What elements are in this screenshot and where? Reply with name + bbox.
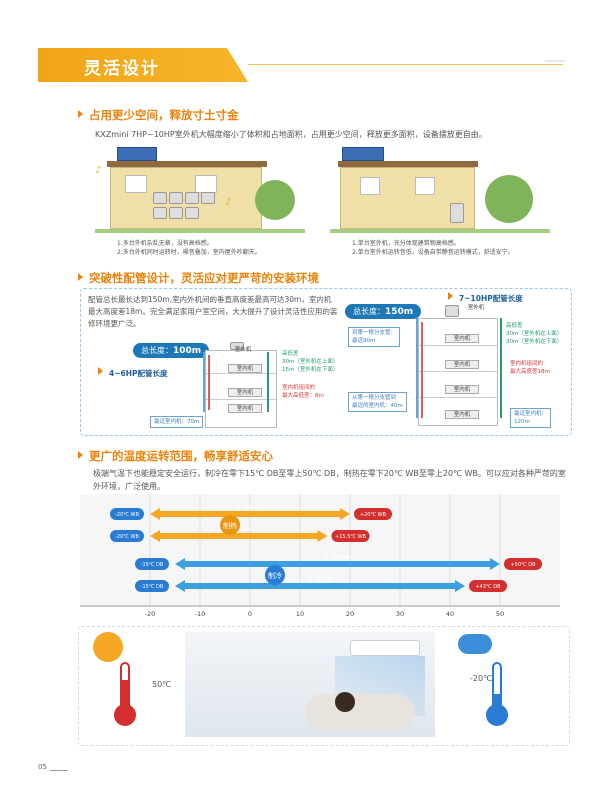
indoor-diff-left: 室内机组间的 最大高低差：8m [282, 385, 324, 399]
x-tick-label: 10 [296, 610, 304, 618]
x-tick-label: 20 [346, 610, 354, 618]
mode-label: 制热 [223, 521, 237, 530]
total-length-badge-right: 总长度：150m [345, 304, 422, 319]
section-banner: 灵活设计 [38, 48, 248, 82]
first-branch-note: 到第一根分支管： 最远90m [348, 327, 401, 347]
range-end-badge [354, 508, 392, 520]
banner-divider [248, 64, 563, 65]
mode-label: 制冷 [268, 571, 282, 580]
bar-label: 4~6 HP [309, 577, 332, 583]
solar-panel [117, 147, 157, 161]
range-start-label: -20℃ WB [115, 512, 139, 518]
range-start-badge [110, 508, 144, 520]
section3-title: 更广的温度运转范围，畅享舒适安心 [78, 448, 273, 464]
comfort-illustration [78, 626, 570, 746]
x-tick-label: 30 [396, 610, 404, 618]
left-diagram-title: 4~6HP配管长度 [98, 367, 168, 379]
x-tick-label: -20 [145, 610, 156, 618]
indoor-diff-right: 室内机组间的 最大高度差18m [510, 361, 550, 375]
range-end-badge [331, 530, 370, 542]
range-start-badge [135, 580, 169, 592]
x-tick-label: 50 [496, 610, 504, 618]
range-start-label: -20℃ WB [115, 534, 139, 540]
building-left [205, 350, 277, 428]
total-length-badge-left: 总长度：100m [133, 343, 210, 358]
range-end-label: +43℃ DB [475, 584, 501, 590]
mode-badge [220, 515, 240, 535]
page-title: 灵活设计 [84, 59, 160, 79]
indoor-unit: 室内机 [228, 364, 262, 373]
indoor-unit: 室内机 [228, 404, 262, 413]
section1-desc: KXZmini 7HP~10HP室外机大幅度缩小了体积和占地面积，占用更少空间，… [95, 130, 487, 139]
bar-label: 7~10 HP [237, 505, 264, 511]
x-tick-label: 0 [248, 610, 252, 618]
section2-title: 突破性配管设计，灵活应对更严苛的安装环境 [78, 270, 319, 286]
range-bar [150, 508, 350, 520]
left-notes: 1.多台外机杂乱无章，没有高档感。 2.多台外机同时运转时，噪音叠加，室内屋外吵… [117, 240, 261, 256]
range-bar [150, 530, 328, 542]
air-conditioner [350, 640, 420, 656]
living-room-photo [185, 632, 435, 737]
sun-icon [93, 632, 123, 662]
cloud-snow-icon [458, 634, 492, 654]
x-tick-label: -10 [195, 610, 206, 618]
mode-badge [265, 565, 285, 585]
indoor-unit: 室内机 [228, 388, 262, 397]
farthest-indoor-right: 最远室内机： 120m [510, 408, 552, 428]
section3-desc: 极端气温下也能稳定安全运行，制冷在零下15℃ DB至零上50℃ DB，制热在零下… [93, 469, 566, 491]
hot-temp-label: 50℃ [152, 680, 172, 689]
range-start-label: -15℃ DB [141, 562, 164, 568]
height-diff-right: 高低差 30m（室外机在上面） 30m（室外机在下面） [506, 323, 563, 345]
house-illustration-right [330, 147, 550, 242]
branch-to-farthest-note: 从第一根分支管到 最远的室内机：40m [348, 392, 407, 412]
right-notes: 1.单台室外机，充分体现建筑物高档感。 2.单台室外机运转音低，设备自带静音运转… [352, 240, 514, 256]
range-bar [175, 580, 465, 592]
x-tick-label: 40 [446, 610, 454, 618]
range-bar [175, 558, 500, 570]
farthest-indoor-left: 最远室内机：70m [150, 416, 204, 428]
tree [255, 180, 295, 220]
range-end-badge [469, 580, 507, 592]
range-end-label: +50℃ DB [510, 562, 536, 568]
page-number: 05 [38, 763, 47, 771]
height-diff-left: 高低差 30m（室外机在上面） 15m（室外机在下面） [282, 351, 339, 373]
house-illustration-left: ♪ ♪ [95, 147, 305, 242]
piping-panel [80, 288, 572, 436]
range-start-badge [135, 558, 169, 570]
section2-desc: 配管总长最长达到150m,室内外机间的垂直高度差最高可达30m，室内机最大高度差… [88, 295, 338, 328]
banner-dash [545, 60, 565, 62]
range-start-label: -15℃ DB [141, 584, 164, 590]
section1-title: 占用更少空间，释放寸土寸金 [78, 107, 239, 123]
bar-label: 7~10 HP [324, 555, 351, 561]
temperature-range-chart: -20 -10 0 10 20 30 40 50 7~10 HP -20℃ WB +20℃ WB 4~… [80, 494, 560, 618]
cold-temp-label: -20℃ [470, 674, 493, 683]
range-start-badge [110, 530, 144, 542]
right-diagram-title: 7~10HP配管长度 [448, 292, 523, 304]
range-end-badge [504, 558, 542, 570]
bar-label: 4~6 HP [227, 527, 250, 533]
building-right [418, 318, 498, 426]
range-end-label: +20℃ WB [360, 512, 387, 518]
range-end-label: +15.5℃ WB [335, 534, 366, 540]
